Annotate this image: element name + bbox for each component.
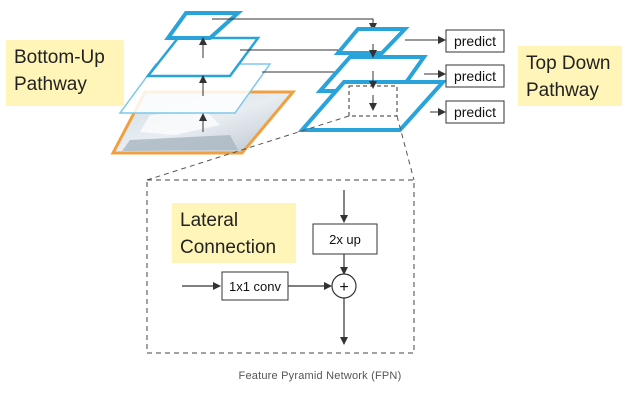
top-down-label-line2: Pathway [526, 80, 599, 101]
lateral-connection-label: Lateral Connection [172, 203, 296, 263]
upsample-block: 2x up [312, 223, 378, 255]
lateral-detail-box [146, 179, 415, 354]
predict-box-2: predict [445, 64, 505, 88]
bottom-up-label-line1: Bottom-Up [14, 47, 105, 68]
bottom-up-pathway-label: Bottom-Up Pathway [6, 40, 124, 106]
top-down-feature-map-1 [333, 27, 410, 55]
zoom-line-right [396, 115, 415, 181]
add-symbol: + [339, 279, 348, 296]
upsample-label: 2x up [329, 232, 361, 247]
predict-label-3: predict [454, 104, 496, 120]
bottom-up-label-line2: Pathway [14, 74, 87, 95]
predict-label-1: predict [454, 33, 496, 49]
elementwise-add-node: + [331, 273, 357, 299]
lateral-label-line1: Lateral [180, 210, 239, 231]
predict-box-1: predict [445, 29, 505, 53]
top-down-label-line1: Top Down [526, 53, 611, 74]
conv-1x1-block: 1x1 conv [221, 271, 289, 301]
bottom-up-feature-map-3 [164, 11, 244, 40]
top-down-pathway-label: Top Down Pathway [518, 46, 622, 106]
predict-box-3: predict [445, 100, 505, 124]
figure-caption: Feature Pyramid Network (FPN) [238, 370, 402, 382]
predict-label-2: predict [454, 68, 496, 84]
conv-1x1-label: 1x1 conv [229, 279, 282, 294]
lateral-label-line2: Connection [180, 237, 277, 258]
zoom-region [348, 85, 398, 117]
lateral-arrow-top [212, 18, 377, 31]
